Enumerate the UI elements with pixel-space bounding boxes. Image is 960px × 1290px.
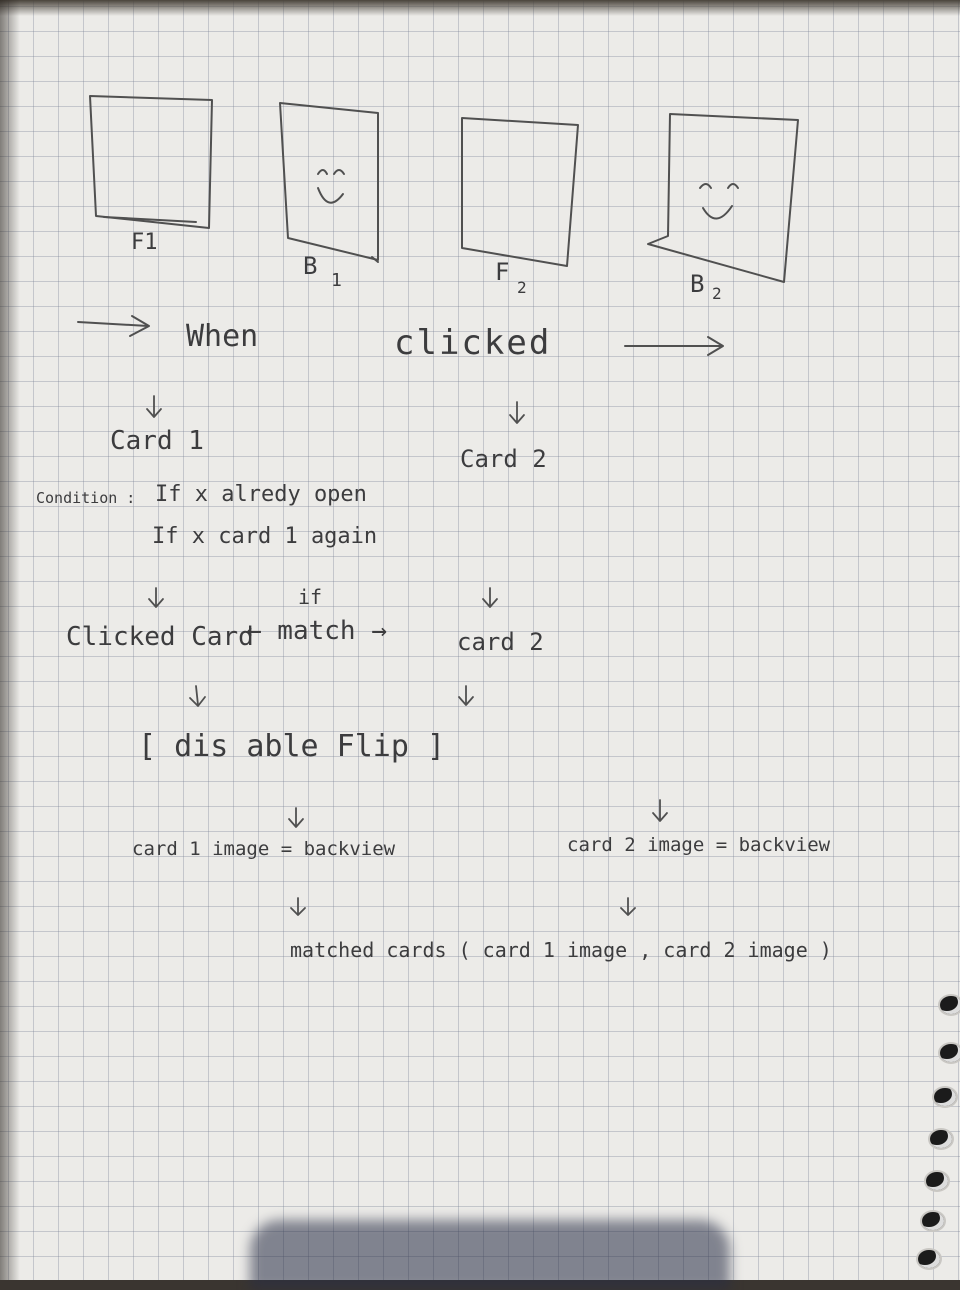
page-left-shadow bbox=[0, 0, 20, 1280]
condition-label: Condition : bbox=[36, 489, 136, 507]
match-label: ← match → bbox=[246, 616, 387, 646]
card2-label: Card 2 bbox=[460, 445, 547, 473]
card-b1-subscript: 1 bbox=[331, 270, 342, 291]
down-arrow-icon bbox=[146, 395, 162, 418]
clicked-label: clicked bbox=[394, 323, 552, 363]
binding-hole bbox=[926, 1172, 948, 1190]
down-arrow-icon bbox=[189, 685, 206, 707]
down-arrow-icon bbox=[620, 897, 636, 916]
page-top-shadow bbox=[0, 0, 960, 16]
binding-hole bbox=[934, 1088, 956, 1106]
card1-label: Card 1 bbox=[110, 426, 204, 456]
binding-hole bbox=[930, 1130, 952, 1148]
card-f2-label: F bbox=[495, 258, 510, 286]
binding-hole bbox=[940, 996, 960, 1014]
card-f2-sketch bbox=[461, 117, 579, 267]
hand-shadow bbox=[250, 1220, 730, 1290]
down-arrow-icon bbox=[652, 799, 668, 822]
smiley-face-icon bbox=[699, 183, 739, 220]
down-arrow-icon bbox=[482, 587, 498, 608]
down-arrow-icon bbox=[148, 587, 164, 608]
binding-hole bbox=[940, 1044, 960, 1062]
when-label: When bbox=[186, 319, 259, 354]
disable-flip-label: [ dis able Flip ] bbox=[138, 729, 446, 764]
down-arrow-icon bbox=[509, 401, 525, 424]
if-label: if bbox=[298, 585, 323, 609]
card2-backview-text: card 2 image = backview bbox=[567, 834, 831, 856]
right-arrow-icon bbox=[77, 315, 150, 337]
card-f1-sketch bbox=[89, 95, 213, 229]
down-arrow-icon bbox=[458, 685, 474, 706]
binding-hole bbox=[918, 1250, 940, 1268]
down-arrow-icon bbox=[288, 807, 304, 828]
card2-lower-label: card 2 bbox=[457, 628, 544, 656]
card1-backview-text: card 1 image = backview bbox=[132, 838, 396, 860]
smiley-face-icon bbox=[317, 169, 345, 204]
card-b1-sketch bbox=[279, 102, 379, 263]
card-b2-label: B bbox=[690, 270, 705, 298]
card-b2-sketch bbox=[647, 113, 799, 283]
down-arrow-icon bbox=[290, 897, 306, 916]
clicked-card-label: Clicked Card bbox=[66, 622, 254, 652]
matched-cards-text: matched cards ( card 1 image , card 2 im… bbox=[290, 938, 832, 962]
right-arrow-icon bbox=[624, 336, 724, 356]
condition-2-text: If x card 1 again bbox=[152, 524, 378, 549]
card-b2-subscript: 2 bbox=[712, 284, 722, 303]
card-f1-label: F1 bbox=[131, 230, 158, 255]
binding-hole bbox=[922, 1212, 944, 1230]
condition-1-text: If x alredy open bbox=[155, 482, 367, 507]
card-b1-label: B bbox=[303, 252, 318, 280]
card-f2-subscript: 2 bbox=[517, 278, 527, 297]
